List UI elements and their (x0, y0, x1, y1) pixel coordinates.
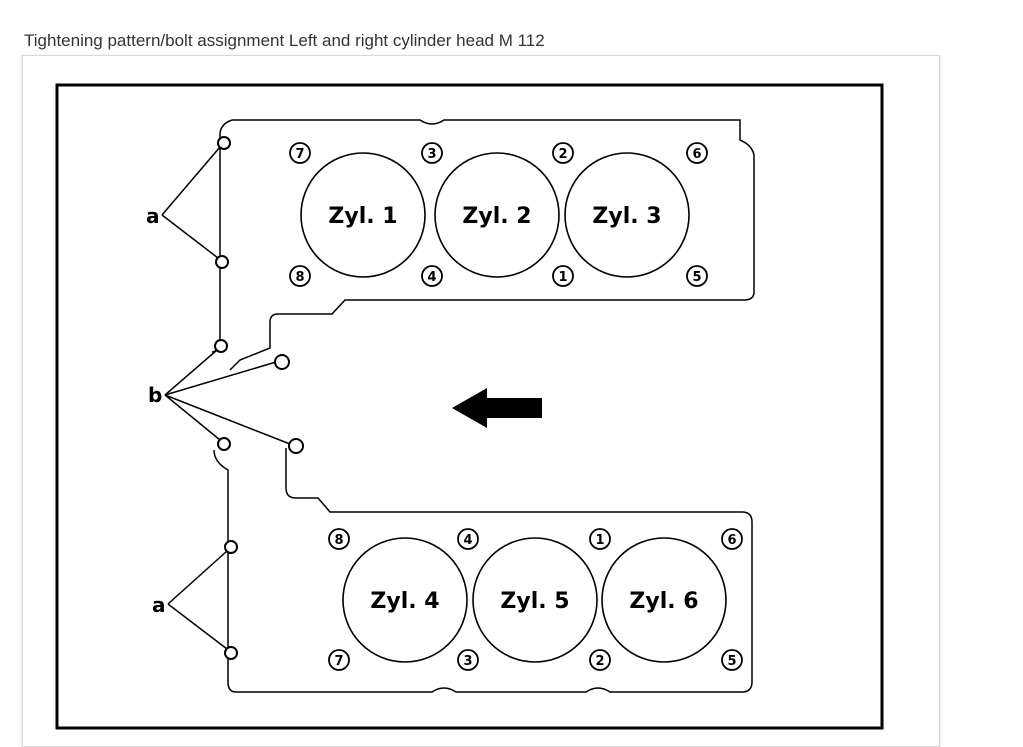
bolt-marker: 7 (328, 649, 350, 671)
cylinder-label: Zyl. 2 (462, 204, 531, 229)
bolt-marker: 8 (289, 265, 311, 287)
direction-arrow-left-icon (452, 388, 542, 428)
upper-head-outline (229, 119, 755, 371)
cylinder-5 (472, 537, 598, 663)
bolt-marker: 3 (457, 649, 479, 671)
side-bolt (274, 354, 290, 370)
label-a-lower: a (152, 593, 166, 617)
bolt-marker: 1 (552, 265, 574, 287)
bolt-marker: 1 (589, 528, 611, 550)
cylinder-label: Zyl. 4 (370, 589, 439, 614)
figure-caption: Tightening pattern/bolt assignment Left … (24, 31, 545, 50)
cylinder-6 (601, 537, 727, 663)
leader-lines-a-upper (161, 146, 221, 259)
side-bolt (288, 438, 304, 454)
bolt-marker: 6 (721, 528, 743, 550)
svg-text:4: 4 (427, 270, 436, 285)
side-bolt (224, 540, 238, 554)
svg-text:8: 8 (334, 533, 343, 548)
svg-text:5: 5 (692, 270, 701, 285)
cylinder-label: Zyl. 6 (629, 589, 698, 614)
bolt-marker: 7 (289, 142, 311, 164)
leader-lines-b (164, 349, 291, 445)
svg-text:3: 3 (427, 147, 436, 162)
bolt-marker: 2 (552, 142, 574, 164)
bolt-marker: 6 (686, 142, 708, 164)
cylinder-3 (564, 152, 690, 278)
bolt-marker: 4 (421, 265, 443, 287)
svg-text:1: 1 (558, 270, 567, 285)
svg-text:2: 2 (558, 147, 567, 162)
label-a-upper: a (146, 204, 160, 228)
side-bolt (214, 339, 228, 353)
cylinder-label: Zyl. 1 (328, 204, 397, 229)
lower-head-outline (213, 448, 753, 693)
bolt-marker: 5 (686, 265, 708, 287)
svg-text:2: 2 (595, 654, 604, 669)
svg-text:7: 7 (295, 147, 304, 162)
label-b: b (148, 383, 162, 407)
cylinder-4 (342, 537, 468, 663)
bolt-marker: 4 (457, 528, 479, 550)
side-bolt (215, 255, 229, 269)
svg-text:8: 8 (295, 270, 304, 285)
svg-text:7: 7 (334, 654, 343, 669)
side-bolt (224, 646, 238, 660)
svg-text:5: 5 (727, 654, 736, 669)
bolt-marker: 8 (328, 528, 350, 550)
svg-text:4: 4 (463, 533, 472, 548)
svg-text:6: 6 (727, 533, 736, 548)
svg-text:3: 3 (463, 654, 472, 669)
cylinder-label: Zyl. 5 (500, 589, 569, 614)
side-bolt (217, 437, 231, 451)
cylinder-label: Zyl. 3 (592, 204, 661, 229)
bolt-marker: 2 (589, 649, 611, 671)
side-bolt (217, 136, 231, 150)
bolt-marker: 5 (721, 649, 743, 671)
cylinder-2 (434, 152, 560, 278)
cylinder-1 (300, 152, 426, 278)
svg-text:6: 6 (692, 147, 701, 162)
leader-lines-a-lower (167, 550, 228, 650)
svg-text:1: 1 (595, 533, 604, 548)
bolt-marker: 3 (421, 142, 443, 164)
